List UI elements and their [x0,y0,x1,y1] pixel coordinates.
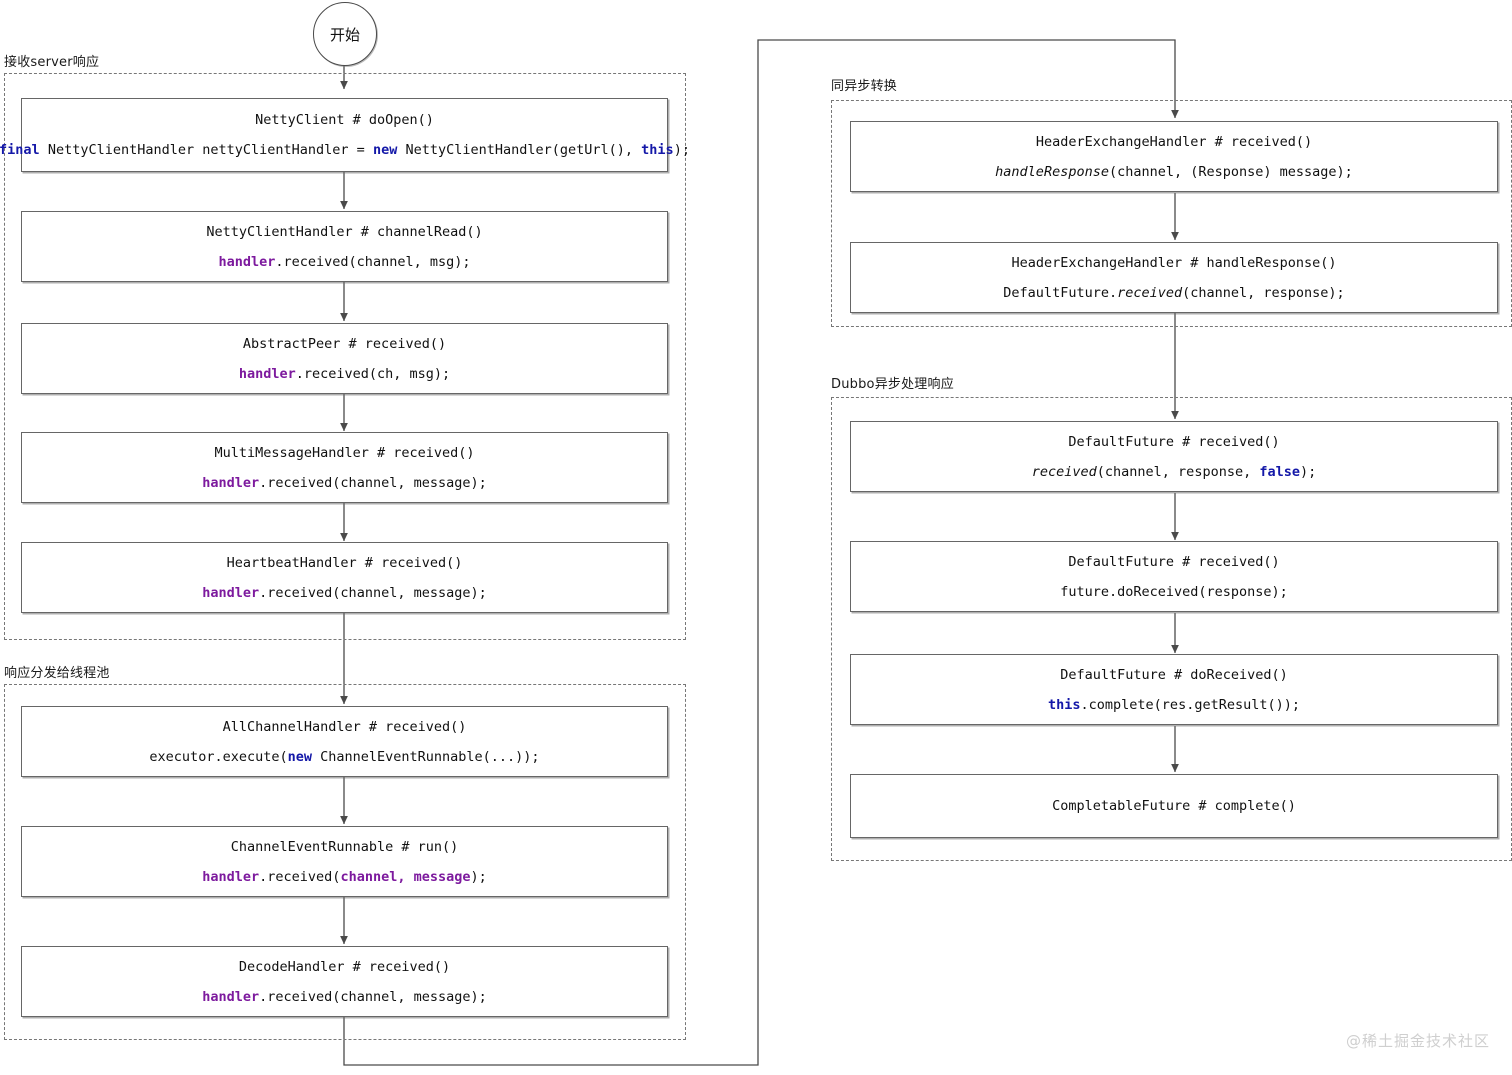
group-label-recv-server: 接收server响应 [4,55,100,70]
watermark: @稀土掘金技术社区 [1345,1032,1490,1050]
node-title: DefaultFuture # received() [1068,433,1280,450]
node-code: handler.received(channel, message); [202,868,487,885]
node-netty-client-doopen[interactable]: NettyClient # doOpen() final NettyClient… [0,98,690,172]
node-netty-client-handler-channelread[interactable]: NettyClientHandler # channelRead() handl… [21,211,668,282]
node-title: HeaderExchangeHandler # handleResponse() [1011,254,1337,271]
node-default-future-doreceived[interactable]: DefaultFuture # doReceived() this.comple… [850,654,1498,725]
node-title: HeartbeatHandler # received() [226,554,463,571]
node-code: handler.received(ch, msg); [238,365,451,382]
group-label-dispatch-pool: 响应分发给线程池 [4,666,110,681]
node-code: executor.execute(new ChannelEventRunnabl… [149,748,540,765]
node-code: future.doReceived(response); [1060,583,1288,600]
node-title: AllChannelHandler # received() [222,718,467,735]
node-default-future-received-2[interactable]: DefaultFuture # received() future.doRece… [850,541,1498,612]
node-code: handler.received(channel, message); [202,988,487,1005]
node-code: handler.received(channel, message); [202,474,487,491]
node-code: final NettyClientHandler nettyClientHand… [0,142,690,158]
node-code: received(channel, response, false); [1031,463,1317,480]
group-recv-server [4,73,686,640]
node-title: HeaderExchangeHandler # received() [1035,133,1313,150]
node-channel-event-runnable-run[interactable]: ChannelEventRunnable # run() handler.rec… [21,826,668,897]
group-label-sync-async: 同异步转换 [831,79,898,94]
node-code: this.complete(res.getResult()); [1048,696,1300,713]
node-code: DefaultFuture.received(channel, response… [1003,284,1345,301]
node-title: DefaultFuture # doReceived() [1060,666,1288,683]
node-title: DecodeHandler # received() [238,958,451,975]
node-title: MultiMessageHandler # received() [214,444,475,461]
start-node[interactable]: 开始 [313,2,377,66]
node-abstract-peer-received[interactable]: AbstractPeer # received() handler.receiv… [21,323,668,394]
node-title: AbstractPeer # received() [242,335,447,352]
node-title: ChannelEventRunnable # run() [230,838,459,855]
node-title: NettyClientHandler # channelRead() [206,223,483,240]
node-title: NettyClient # doOpen() [255,112,434,128]
node-all-channel-handler-received[interactable]: AllChannelHandler # received() executor.… [21,706,668,777]
node-default-future-received-1[interactable]: DefaultFuture # received() received(chan… [850,421,1498,492]
node-header-exchange-handler-received[interactable]: HeaderExchangeHandler # received() handl… [850,121,1498,192]
node-code: handler.received(channel, message); [202,584,487,601]
node-code: handler.received(channel, msg); [218,253,471,270]
node-header-exchange-handler-handleresponse[interactable]: HeaderExchangeHandler # handleResponse()… [850,242,1498,313]
node-multi-message-handler-received[interactable]: MultiMessageHandler # received() handler… [21,432,668,503]
node-code: handleResponse(channel, (Response) messa… [995,163,1353,180]
start-label: 开始 [329,25,360,44]
group-dispatch-pool [4,684,686,1040]
node-completable-future-complete[interactable]: CompletableFuture # complete() [850,774,1498,838]
node-heartbeat-handler-received[interactable]: HeartbeatHandler # received() handler.re… [21,542,668,613]
group-label-dubbo-async: Dubbo异步处理响应 [831,377,954,392]
node-title: CompletableFuture # complete() [1052,798,1296,814]
node-decode-handler-received[interactable]: DecodeHandler # received() handler.recei… [21,946,668,1017]
node-title: DefaultFuture # received() [1068,553,1280,570]
